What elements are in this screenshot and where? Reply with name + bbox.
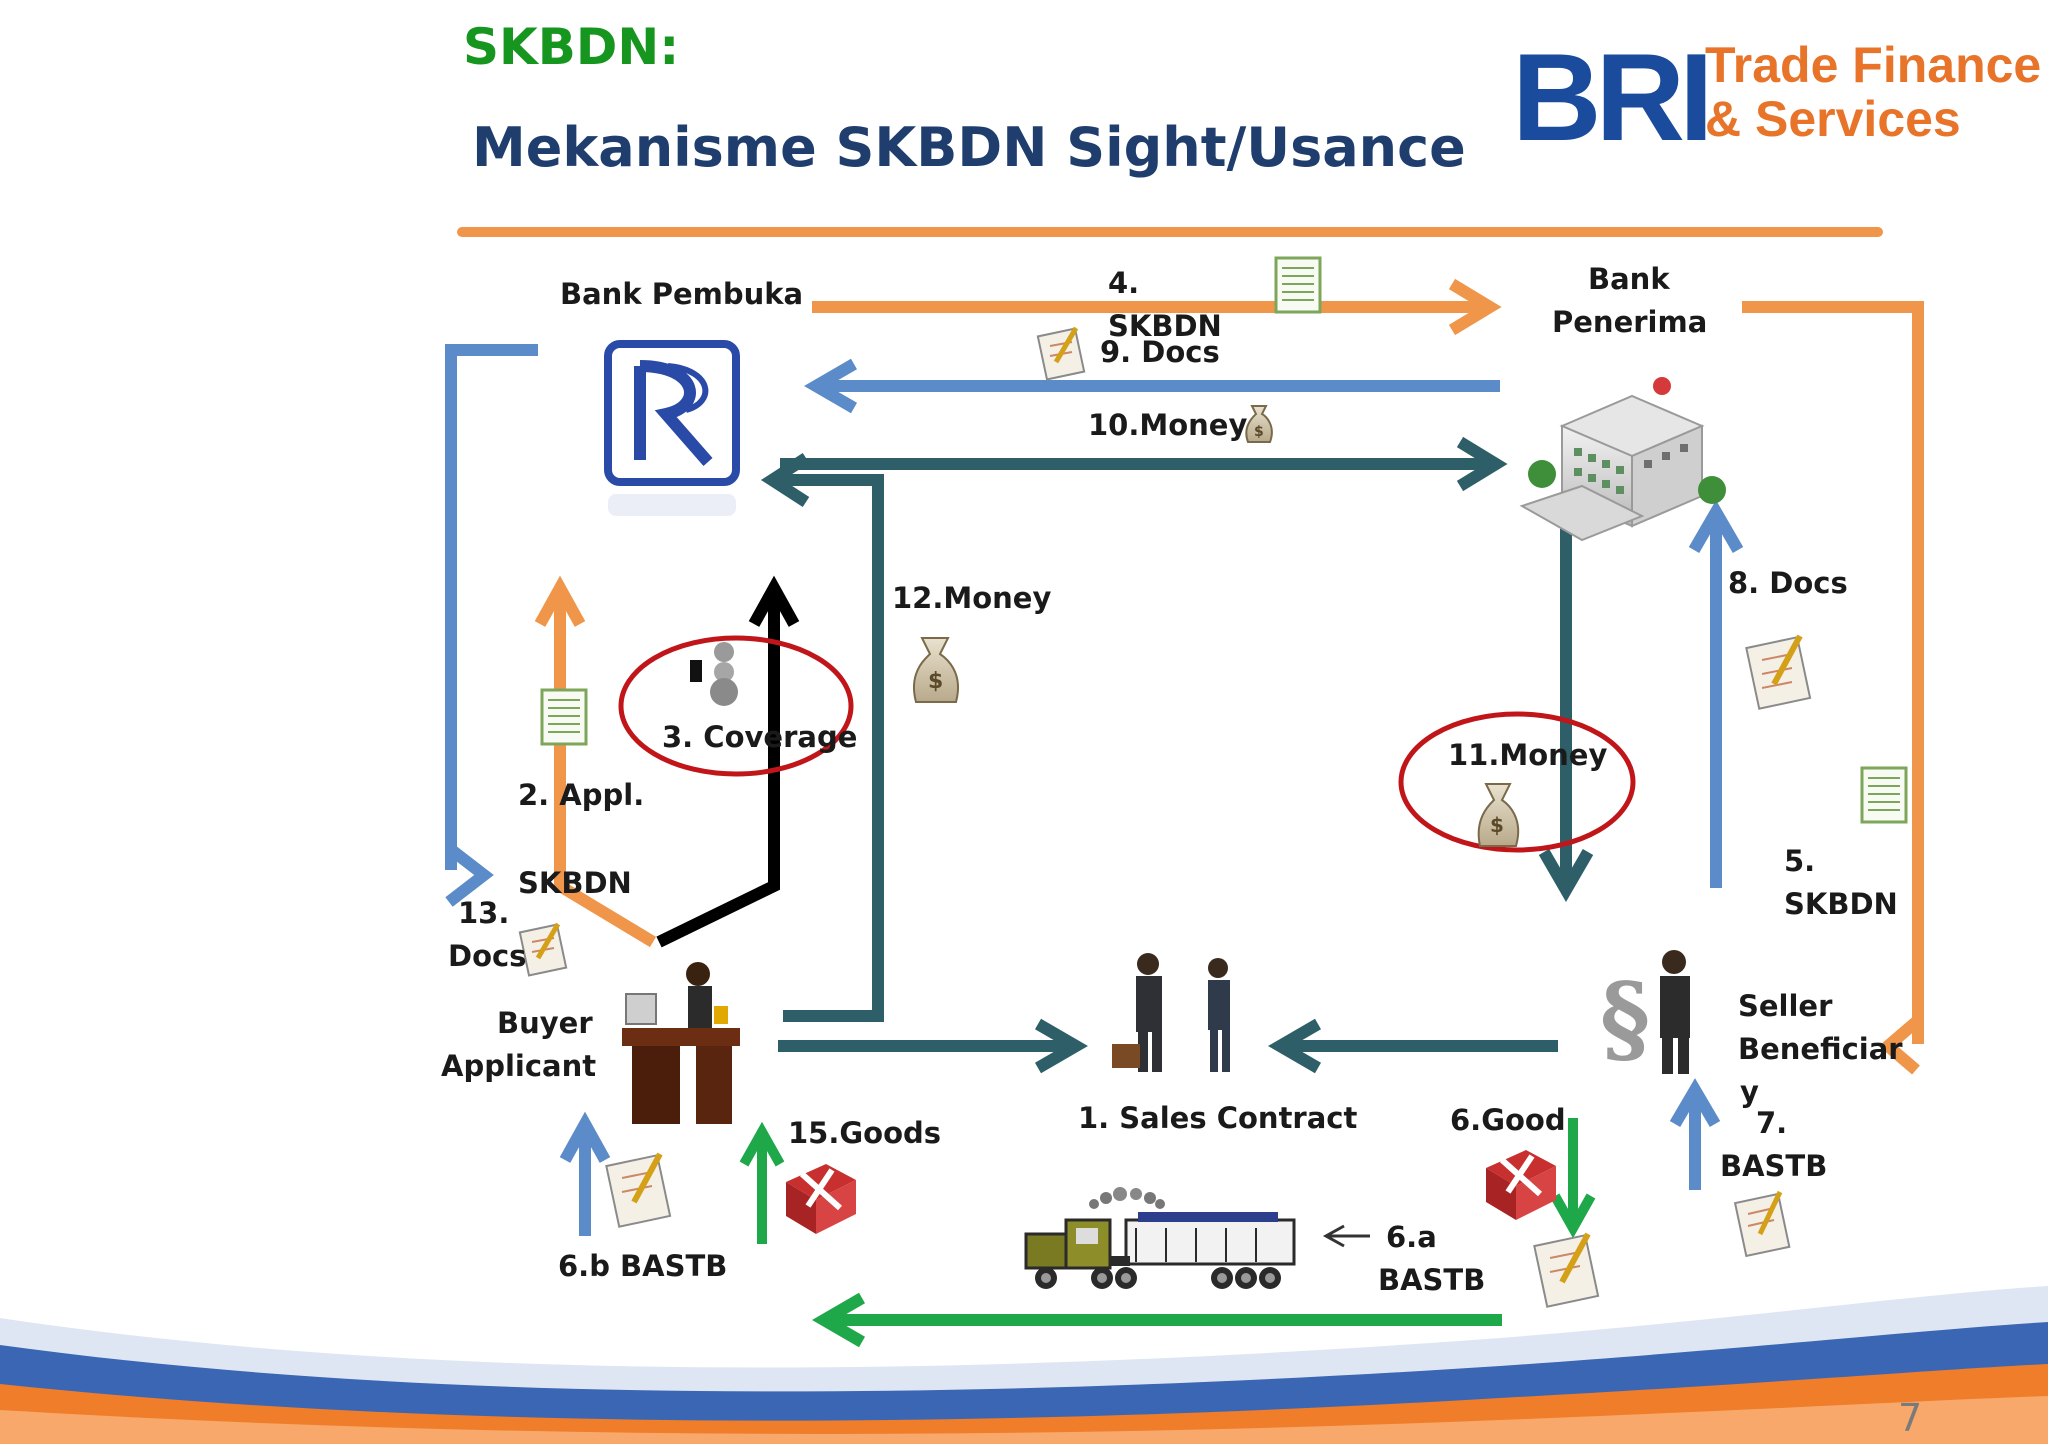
- step-7-label-1: 7.: [1756, 1106, 1788, 1140]
- arrow-4-skbdn: [812, 278, 1502, 336]
- skbdn-sheet-icon-5: [1860, 766, 1908, 824]
- docs-pen-icon-8: [1745, 634, 1812, 710]
- step-4-label-1: 4.: [1108, 266, 1140, 300]
- seller-label-3: y: [1740, 1075, 1759, 1109]
- buyer-label-2: Applicant: [441, 1049, 597, 1083]
- bank-pembuka-label: Bank Pembuka: [560, 277, 804, 311]
- step-7-label-2: BASTB: [1720, 1149, 1828, 1183]
- arrow-12-money: [772, 474, 884, 1022]
- coverage-coins-icon: [690, 642, 738, 706]
- docs-pen-icon-9: [1036, 326, 1086, 381]
- skbdn-sheet-icon-4: [1274, 256, 1322, 314]
- bri-bank-logo-icon: [604, 340, 740, 516]
- step-11-label: 11.Money: [1448, 738, 1608, 772]
- step-9-label: 9. Docs: [1100, 335, 1220, 369]
- bank-building-icon: [1519, 377, 1726, 542]
- arrow-7-bastb: [1669, 1078, 1721, 1190]
- money-bag-icon-12: $: [913, 637, 959, 703]
- seller-label-2: Beneficiar: [1738, 1032, 1903, 1066]
- money-bag-icon-11: $: [1477, 783, 1520, 847]
- bastb-doc-icon-6b: [605, 1152, 672, 1228]
- arrow-seller-sales-contract: [1268, 1018, 1558, 1074]
- step-13-label-2: Docs: [448, 939, 527, 973]
- step-6a-label-1: 6.a: [1386, 1220, 1437, 1254]
- step-6a-label-2: BASTB: [1378, 1263, 1486, 1297]
- step-6-label: 6.Good: [1450, 1103, 1566, 1137]
- footer-wave: [0, 1286, 2048, 1444]
- step-10-label: 10.Money: [1088, 408, 1248, 442]
- step-8-label: 8. Docs: [1728, 566, 1848, 600]
- buyer-desk-icon: [622, 962, 740, 1124]
- arrow-buyer-sales-contract: [778, 1018, 1088, 1074]
- logo-tagline-line1: Trade Finance: [1705, 37, 2042, 93]
- goods-box-icon-15: [786, 1164, 856, 1234]
- money-bag-icon-10: $: [1245, 405, 1273, 443]
- arrow-15-goods: [739, 1121, 785, 1244]
- bastb-doc-icon-7: [1733, 1190, 1791, 1258]
- arrow-11-money: [1538, 524, 1594, 902]
- step-15-label: 15.Goods: [788, 1116, 942, 1150]
- sales-contract-label: 1. Sales Contract: [1078, 1101, 1358, 1135]
- highlight-circle-money-11: [1398, 711, 1636, 853]
- svg-text:$: $: [1490, 813, 1504, 837]
- arrow-9-docs: [804, 358, 1500, 414]
- step-12-label: 12.Money: [892, 581, 1052, 615]
- truck-icon: [1024, 1187, 1296, 1289]
- seller-businessman-icon: §: [1600, 950, 1690, 1075]
- slide-title: Mekanisme SKBDN Sight/Usance: [472, 116, 1466, 179]
- bank-penerima-label-1: Bank: [1588, 262, 1670, 296]
- arrow-6b-bastb: [559, 1111, 611, 1236]
- arrow-6a-bastb: [1322, 1224, 1370, 1248]
- svg-text:§: §: [1600, 962, 1650, 1075]
- skbdn-sheet-icon-2: [540, 688, 588, 746]
- step-2-label-2: SKBDN: [518, 866, 632, 900]
- step-2-label-1: 2. Appl.: [518, 778, 645, 812]
- svg-text:$: $: [1254, 424, 1264, 440]
- arrow-6-good: [1550, 1118, 1596, 1239]
- step-3-label: 3. Coverage: [662, 720, 858, 754]
- arrow-13-docs: [445, 344, 538, 907]
- goods-box-icon-6: [1486, 1150, 1556, 1220]
- bastb-doc-icon-6a: [1533, 1232, 1600, 1308]
- arrow-3-coverage: [656, 575, 800, 948]
- step-6b-label: 6.b BASTB: [558, 1249, 728, 1283]
- step-13-label-1: 13.: [458, 896, 510, 930]
- seller-label-1: Seller: [1738, 989, 1833, 1023]
- arrow-5-skbdn: [1742, 301, 1924, 1075]
- svg-text:$: $: [928, 669, 943, 694]
- bri-logo-text: BRI: [1512, 29, 1714, 167]
- buyer-label-1: Buyer: [497, 1006, 593, 1040]
- arrow-8-docs: [1688, 500, 1744, 888]
- step-4-label-2: SKBDN: [1108, 309, 1222, 343]
- highlight-circle-coverage: [618, 635, 854, 777]
- step-5-label-1: 5.: [1784, 844, 1816, 878]
- step-5-label-2: SKBDN: [1784, 887, 1898, 921]
- slide-subtitle: SKBDN:: [463, 18, 680, 76]
- docs-pen-icon-13: [518, 922, 568, 977]
- arrow-goods-delivery: [812, 1292, 1502, 1348]
- logo-tagline-line2: & Services: [1705, 91, 1961, 147]
- bank-penerima-label-2: Penerima: [1552, 305, 1708, 339]
- page-number: 7: [1898, 1396, 1923, 1440]
- business-people-icon: [1112, 953, 1230, 1072]
